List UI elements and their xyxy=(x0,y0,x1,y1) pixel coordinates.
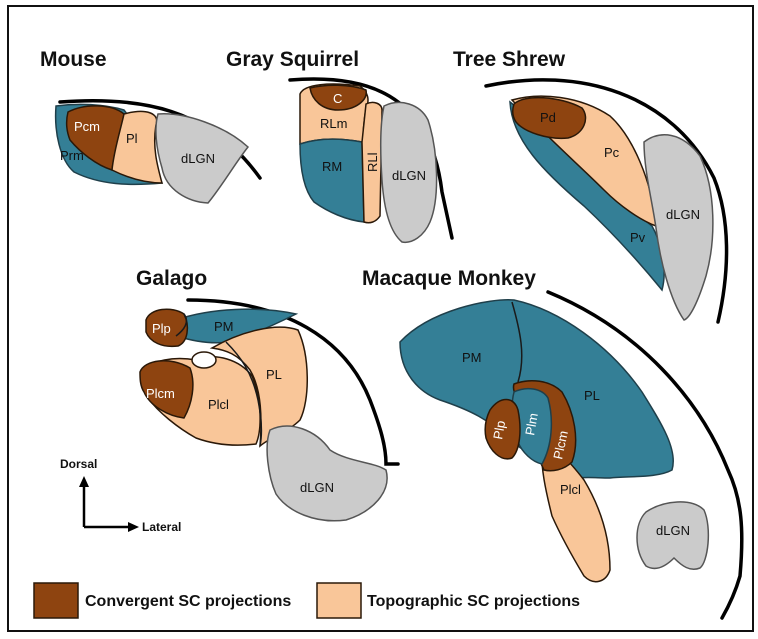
label-dlgn-macaque: dLGN xyxy=(656,523,690,538)
label-c: C xyxy=(333,91,342,106)
label-pm-galago: PM xyxy=(214,319,234,334)
panel-title-macaque: Macaque Monkey xyxy=(362,267,536,290)
panel-title-gray-squirrel: Gray Squirrel xyxy=(226,48,359,71)
label-pd: Pd xyxy=(540,110,556,125)
label-prm: Prm xyxy=(60,148,84,163)
label-pm-macaque: PM xyxy=(462,350,482,365)
panel-title-mouse: Mouse xyxy=(40,48,107,71)
legend-label-convergent: Convergent SC projections xyxy=(85,593,291,610)
label-rm: RM xyxy=(322,159,342,174)
label-pl-macaque: PL xyxy=(584,388,600,403)
legend-swatch-convergent xyxy=(34,583,78,618)
label-plcl-macaque: Plcl xyxy=(560,482,581,497)
label-pl-mouse: Pl xyxy=(126,131,138,146)
ventricle-notch xyxy=(192,352,216,368)
label-pv: Pv xyxy=(630,230,646,245)
label-pl-galago: PL xyxy=(266,367,282,382)
label-pc: Pc xyxy=(604,145,620,160)
label-lateral: Lateral xyxy=(142,520,181,534)
label-dlgn-mouse: dLGN xyxy=(181,151,215,166)
label-plcl-galago: Plcl xyxy=(208,397,229,412)
label-pcm: Pcm xyxy=(74,119,100,134)
label-rll: RLl xyxy=(365,152,380,172)
legend-swatch-topographic xyxy=(317,583,361,618)
label-rlm: RLm xyxy=(320,116,347,131)
label-plp-galago: Plp xyxy=(152,321,171,336)
label-dlgn-galago: dLGN xyxy=(300,480,334,495)
label-dlgn-squirrel: dLGN xyxy=(392,168,426,183)
panel-title-tree-shrew: Tree Shrew xyxy=(453,48,566,71)
label-dorsal: Dorsal xyxy=(60,457,97,471)
panel-title-galago: Galago xyxy=(136,267,207,290)
legend-label-topographic: Topographic SC projections xyxy=(367,593,580,610)
label-dlgn-tree-shrew: dLGN xyxy=(666,207,700,222)
label-plcm-galago: Plcm xyxy=(146,386,175,401)
